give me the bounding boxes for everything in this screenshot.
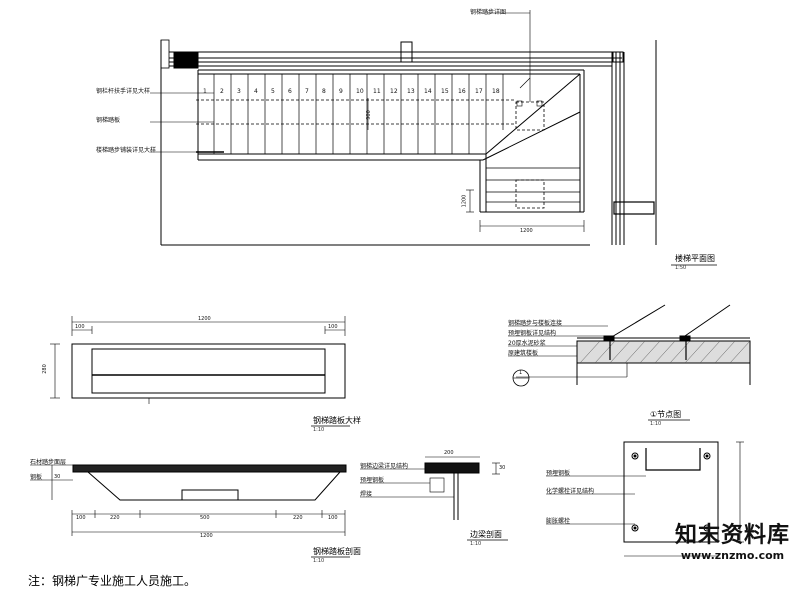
floor-label-4: 原建筑楼板 (508, 350, 539, 357)
beam-caption-title: 边梁剖面 (470, 530, 502, 539)
section-finish-label: 石材踏步面层 (30, 459, 67, 466)
beam-height-dim: 30 (499, 465, 506, 471)
step-number: 17 (475, 88, 483, 95)
rise-dim: 900 (365, 110, 372, 120)
step-number: 2 (220, 88, 224, 95)
floor-detail-linework (508, 304, 751, 421)
section-dim-overall: 1200 (200, 533, 213, 539)
tread-left-end-dim: 100 (75, 324, 85, 330)
tread-detail-caption: 钢梯踏板大样 1:10 (313, 416, 361, 435)
section-dim-2: 220 (110, 515, 120, 521)
step-number: 6 (288, 88, 292, 95)
step-number: 1 (203, 88, 207, 95)
tread-callout-label: 钢梯踏板 (96, 117, 121, 124)
step-number: 13 (407, 88, 415, 95)
tread-section-linework (30, 464, 350, 558)
landing-width-dim: 1200 (520, 228, 533, 234)
plate-detail-linework (546, 441, 744, 557)
site-watermark: 知末资料库 www.znzmo.com (675, 517, 790, 562)
section-dim-3: 500 (200, 515, 210, 521)
section-dim-5: 100 (328, 515, 338, 521)
beam-caption: 边梁剖面 1:10 (470, 530, 502, 549)
floor-label-1: 钢梯踏步与楼板连接 (508, 320, 563, 327)
floor-detail-scale: 1:10 (650, 421, 662, 427)
tread-detail-linework (50, 316, 350, 427)
section-dim-1: 100 (76, 515, 86, 521)
floor-label-2: 预埋钢板详见结构 (508, 330, 557, 337)
floor-detail-title: ①节点图 (650, 410, 682, 419)
railing-callout-label: 钢栏杆扶手详见大样 (96, 88, 151, 95)
drawing-footnote: 注：钢梯广专业施工人员施工。 (28, 574, 197, 588)
tread-section-scale: 1:10 (313, 558, 325, 564)
beam-section-linework (360, 456, 508, 541)
step-number: 11 (373, 88, 381, 95)
tread-overall-dim: 1200 (198, 316, 211, 322)
tread-section-caption: 钢梯踏板剖面 1:10 (313, 547, 361, 566)
plate-label-3: 膨胀螺栓 (546, 518, 571, 525)
beam-label-c: 焊接 (360, 491, 373, 498)
floor-detail-marker: 1 (519, 370, 523, 376)
watermark-url: www.znzmo.com (680, 549, 785, 562)
beam-label-a: 钢梯边梁详见结构 (360, 463, 409, 470)
step-number: 14 (424, 88, 432, 95)
step-number: 8 (322, 88, 326, 95)
step-number: 3 (237, 88, 241, 95)
step-number: 9 (339, 88, 343, 95)
beam-width-dim: 200 (444, 450, 454, 456)
step-number: 7 (305, 88, 309, 95)
tread-detail-scale: 1:10 (313, 427, 325, 433)
step-number: 12 (390, 88, 398, 95)
plan-caption-scale: 1:50 (675, 265, 687, 271)
plan-caption-title: 楼梯平面图 (675, 254, 715, 263)
section-dim-thickness: 30 (54, 474, 61, 480)
tread-depth-dim: 280 (41, 364, 48, 374)
step-number: 4 (254, 88, 258, 95)
top-callout-label: 钢梯踏步详图 (470, 9, 507, 16)
plate-label-2: 化学螺栓详见结构 (546, 488, 595, 495)
paving-callout-label: 楼梯踏步铺装详见大样 (96, 147, 157, 154)
plate-label-1: 预埋钢板 (546, 470, 571, 477)
floor-label-3: 20厚水泥砂浆 (508, 340, 546, 347)
floor-detail-caption: ①节点图 1:10 (650, 410, 681, 429)
step-number: 10 (356, 88, 364, 95)
watermark-brand: 知末资料库 (674, 523, 790, 548)
beam-caption-scale: 1:10 (470, 541, 482, 547)
tread-section-title: 钢梯踏板剖面 (313, 547, 361, 556)
landing-depth-dim: 1200 (461, 194, 468, 208)
step-number: 5 (271, 88, 275, 95)
section-dim-4: 220 (293, 515, 303, 521)
step-number: 16 (458, 88, 466, 95)
section-plate-label: 钢板 (30, 474, 43, 481)
step-number: 15 (441, 88, 449, 95)
stair-plan-linework (150, 10, 717, 266)
plan-caption: 楼梯平面图 1:50 (675, 254, 715, 273)
beam-label-b: 预埋钢板 (360, 477, 385, 484)
tread-detail-title: 钢梯踏板大样 (313, 416, 361, 425)
tread-right-end-dim: 100 (328, 324, 338, 330)
step-number: 18 (492, 88, 500, 95)
